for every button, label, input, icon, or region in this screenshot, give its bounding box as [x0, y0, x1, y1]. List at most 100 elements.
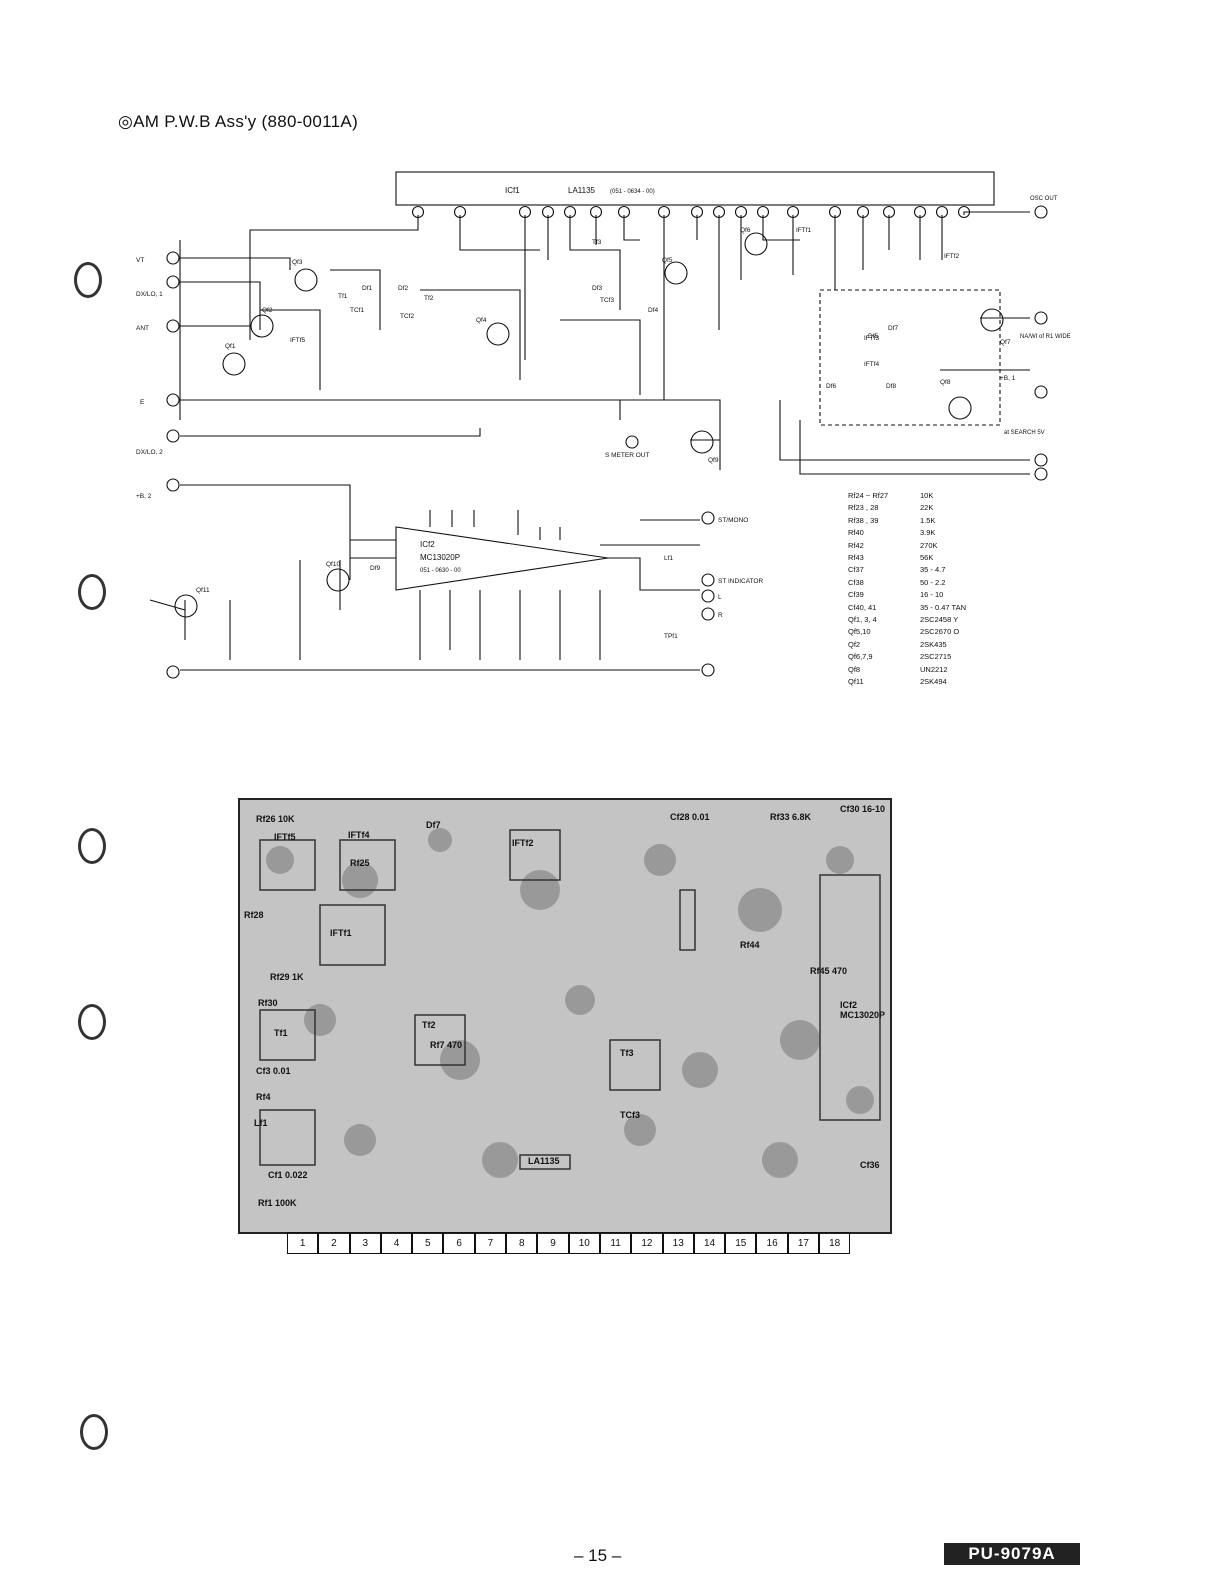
- pcb-label: IFTf2: [512, 838, 534, 848]
- connector-pin: 11: [599, 1232, 632, 1254]
- model-badge: PU-9079A: [944, 1543, 1080, 1565]
- part-value: 2SC2458 Y: [920, 615, 959, 625]
- part-ref: Rf38 , 39: [848, 515, 879, 525]
- connector-pin: 17: [787, 1232, 820, 1254]
- osc-out-label: OSC OUT: [1030, 196, 1058, 202]
- pcb-label: Tf1: [274, 1028, 288, 1038]
- pcb-label: IFTf4: [348, 830, 370, 840]
- pcb-label: IFTf5: [274, 832, 296, 842]
- part-ref: Cf40, 41: [848, 602, 877, 612]
- connector-pin: 12: [631, 1232, 663, 1254]
- part-ref: Qf8: [848, 664, 861, 674]
- part-ref: Qf1, 3, 4: [848, 615, 877, 625]
- component-label: Qf5: [662, 257, 673, 264]
- ic1-ref: ICf1: [505, 186, 520, 195]
- component-label: Qf8: [940, 379, 951, 386]
- part-value: 50 - 2.2: [920, 577, 946, 587]
- pcb-label: Lf1: [254, 1118, 268, 1128]
- component-label: Lf1: [664, 555, 673, 562]
- ant-label: ANT: [136, 325, 149, 332]
- connector-pin: 2: [318, 1232, 350, 1254]
- component-label: Tf2: [424, 295, 434, 302]
- component-label: Df9: [370, 565, 381, 572]
- pcb-traces: [240, 800, 890, 1232]
- binder-hole: [74, 262, 102, 298]
- dxlo1-label: DX/LO, 1: [136, 291, 163, 298]
- part-value: 3.9K: [920, 528, 936, 538]
- part-ref: Qf5,10: [848, 627, 871, 637]
- parts-table-row: Qf11 2SK494: [848, 676, 966, 688]
- binder-hole: [78, 1004, 106, 1040]
- component-label: Df6: [826, 383, 837, 390]
- pcb-label: Cf30 16-10: [840, 804, 886, 814]
- component-label: Qf6: [740, 227, 751, 234]
- component-label: Qf10: [326, 561, 340, 568]
- connector-pin: 7: [474, 1232, 507, 1254]
- l-label: L: [718, 594, 722, 601]
- part-ref: Rf40: [848, 528, 864, 538]
- parts-table-row: Rf40 3.9K: [848, 527, 966, 539]
- component-label: TCf1: [350, 307, 364, 314]
- component-label: Df8: [886, 383, 897, 390]
- pcb-label: Rf30: [258, 998, 278, 1008]
- component-label: Tf1: [338, 293, 348, 300]
- ic2-code: 051 - 0630 - 00: [420, 568, 461, 574]
- component-label: IFTf3: [864, 335, 880, 342]
- pcb-label: TCf3: [620, 1110, 640, 1120]
- component-label: Qf7: [1000, 339, 1011, 346]
- component-label: Df4: [648, 307, 659, 314]
- pcb-label: LA1135: [528, 1156, 560, 1166]
- pcb-label: Rf44: [740, 940, 760, 950]
- component-label: Df5: [868, 333, 879, 340]
- pcb-label: Tf2: [422, 1020, 436, 1030]
- component-label: IFTf5: [290, 337, 306, 344]
- connector-pin: 13: [662, 1232, 694, 1254]
- parts-table-row: Qf1, 3, 4 2SC2458 Y: [848, 614, 966, 626]
- component-label: Df2: [398, 285, 409, 292]
- pcb-label: Cf36: [860, 1160, 880, 1170]
- r-label: R: [718, 612, 723, 619]
- component-label: Qf9: [708, 457, 719, 464]
- connector-pin: 3: [349, 1232, 381, 1254]
- component-label: Df1: [362, 285, 373, 292]
- vt-label: VT: [136, 257, 144, 264]
- pcb-label: Rf4: [256, 1092, 271, 1102]
- part-value: 35 - 4.7: [920, 565, 946, 575]
- component-label: Qf4: [476, 317, 487, 324]
- part-ref: Qf2: [848, 639, 861, 649]
- component-label: Df3: [592, 285, 603, 292]
- pcb-label: Rf25: [350, 858, 370, 868]
- binder-hole: [78, 828, 106, 864]
- nawi-label: NA/WI of R1 WIDE: [1020, 334, 1071, 340]
- component-label: TPf1: [664, 633, 678, 640]
- part-value: 2SK435: [920, 639, 947, 649]
- ic2-ref: ICf2: [420, 540, 435, 549]
- pcb-label: Cf28 0.01: [670, 812, 710, 822]
- part-ref: Cf39: [848, 590, 864, 600]
- smeter-label: S METER OUT: [605, 452, 649, 459]
- connector-pin: 9: [537, 1232, 569, 1254]
- ic2-part: MC13020P: [420, 553, 460, 562]
- part-ref: Qf11: [848, 677, 864, 687]
- part-ref: Cf38: [848, 577, 864, 587]
- component-label: Tf3: [592, 239, 602, 246]
- binder-hole: [80, 1414, 108, 1450]
- part-value: 56K: [920, 553, 934, 563]
- ic1-part: LA1135: [568, 186, 596, 195]
- stmono-label: ST/MONO: [718, 517, 748, 524]
- b2-label: +B, 2: [136, 493, 152, 500]
- connector-pin: 18: [819, 1232, 851, 1254]
- component-label: Qf3: [292, 259, 303, 266]
- pcb-label: Df7: [426, 820, 441, 830]
- connector-pin: 8: [506, 1232, 538, 1254]
- part-value: 2SK494: [920, 677, 947, 687]
- pcb-label: Rf45 470: [810, 966, 848, 976]
- part-value: UN2212: [920, 664, 948, 674]
